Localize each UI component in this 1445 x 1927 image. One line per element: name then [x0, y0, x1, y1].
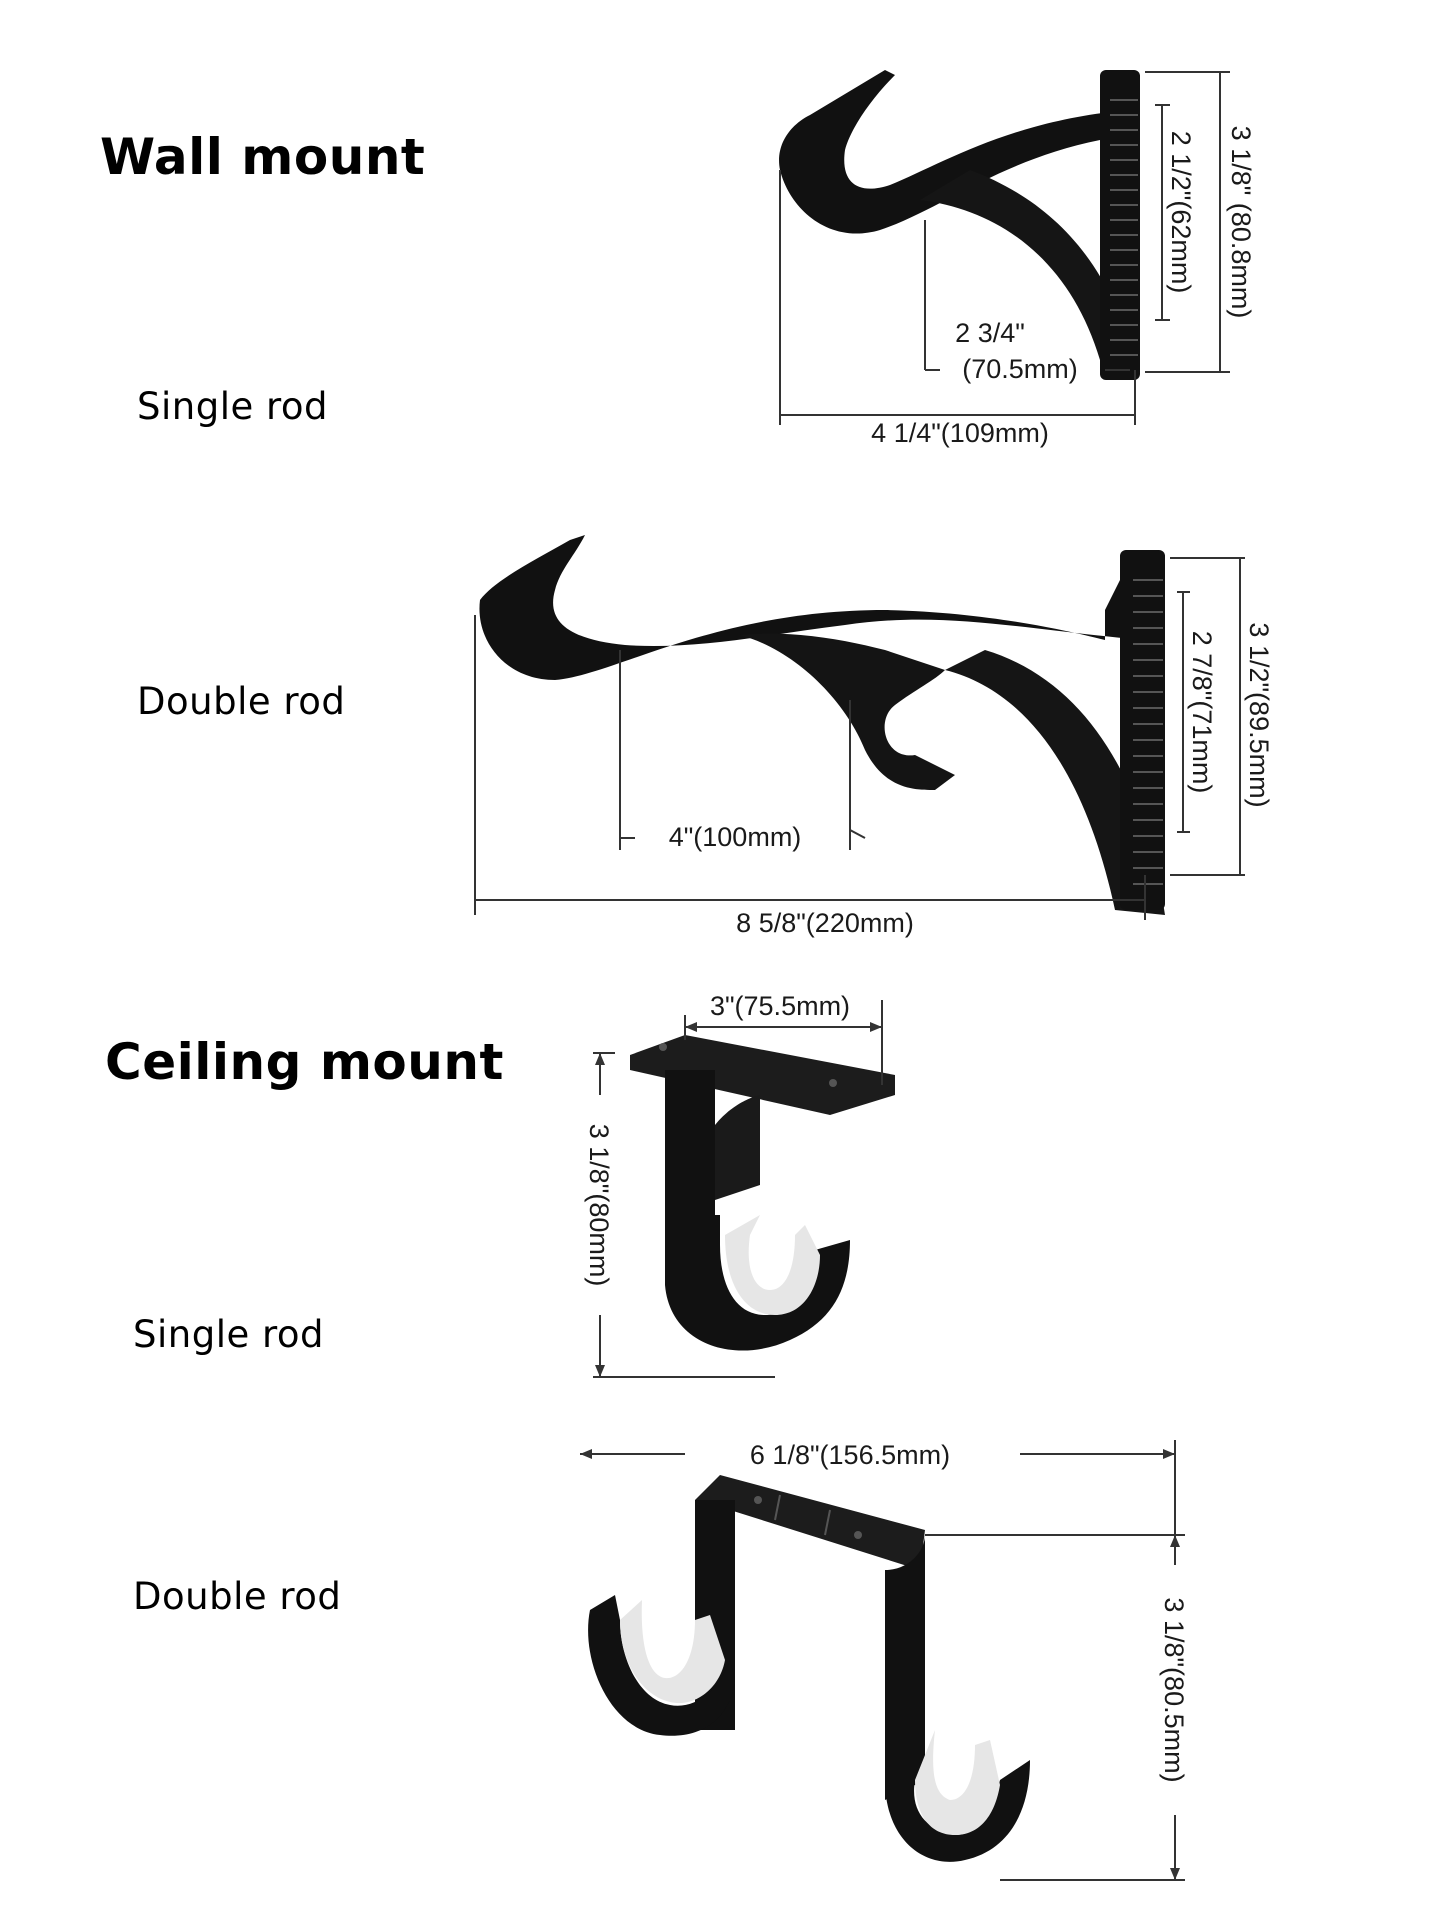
plate-width-dim: 3"(75.5mm)	[710, 991, 850, 1021]
width-dim: 6 1/8"(156.5mm)	[750, 1440, 950, 1470]
ceiling-mount-heading: Ceiling mount	[105, 1033, 504, 1091]
plate-height-dim: 2 7/8"(71mm)	[1187, 631, 1217, 794]
rod-offset-dim-line1: 2 3/4"	[955, 318, 1025, 348]
drop-height-dim: 3 1/8"(80.5mm)	[1159, 1597, 1189, 1782]
wall-single-rod-bracket-figure: 2 3/4" (70.5mm) 4 1/4"(109mm) 3 1/8" (80…	[770, 60, 1290, 460]
ceiling-single-rod-label: Single rod	[133, 1313, 325, 1356]
wall-double-bracket-icon: 4"(100mm) 8 5/8"(220mm) 3 1/2"(89.5mm) 2…	[474, 535, 1274, 938]
wall-mount-heading: Wall mount	[100, 128, 426, 186]
wall-single-bracket-icon: 2 3/4" (70.5mm) 4 1/4"(109mm) 3 1/8" (80…	[779, 70, 1256, 448]
rod-spacing-dim: 4"(100mm)	[669, 822, 802, 852]
ceiling-single-rod-bracket-figure: 3"(75.5mm) 3 1/8"(80mm)	[575, 985, 895, 1385]
ceiling-single-bracket-icon: 3"(75.5mm) 3 1/8"(80mm)	[584, 991, 895, 1378]
ceiling-double-bracket-icon: 6 1/8"(156.5mm) 3 1/8"(80.5mm)	[580, 1440, 1189, 1881]
wall-double-rod-bracket-figure: 4"(100mm) 8 5/8"(220mm) 3 1/2"(89.5mm) 2…	[465, 530, 1285, 950]
total-height-dim: 3 1/8" (80.8mm)	[1226, 126, 1256, 319]
ceiling-double-rod-bracket-figure: 6 1/8"(156.5mm) 3 1/8"(80.5mm)	[580, 1440, 1200, 1900]
projection-dim: 8 5/8"(220mm)	[736, 908, 914, 938]
wall-single-rod-label: Single rod	[137, 385, 329, 428]
projection-dim: 4 1/4"(109mm)	[871, 418, 1049, 448]
ceiling-double-rod-label: Double rod	[133, 1575, 342, 1618]
total-height-dim: 3 1/2"(89.5mm)	[1244, 622, 1274, 807]
rod-offset-dim-line2: (70.5mm)	[962, 354, 1078, 384]
drop-height-dim: 3 1/8"(80mm)	[584, 1124, 614, 1287]
plate-height-dim: 2 1/2"(62mm)	[1166, 131, 1196, 294]
wall-double-rod-label: Double rod	[137, 680, 346, 723]
